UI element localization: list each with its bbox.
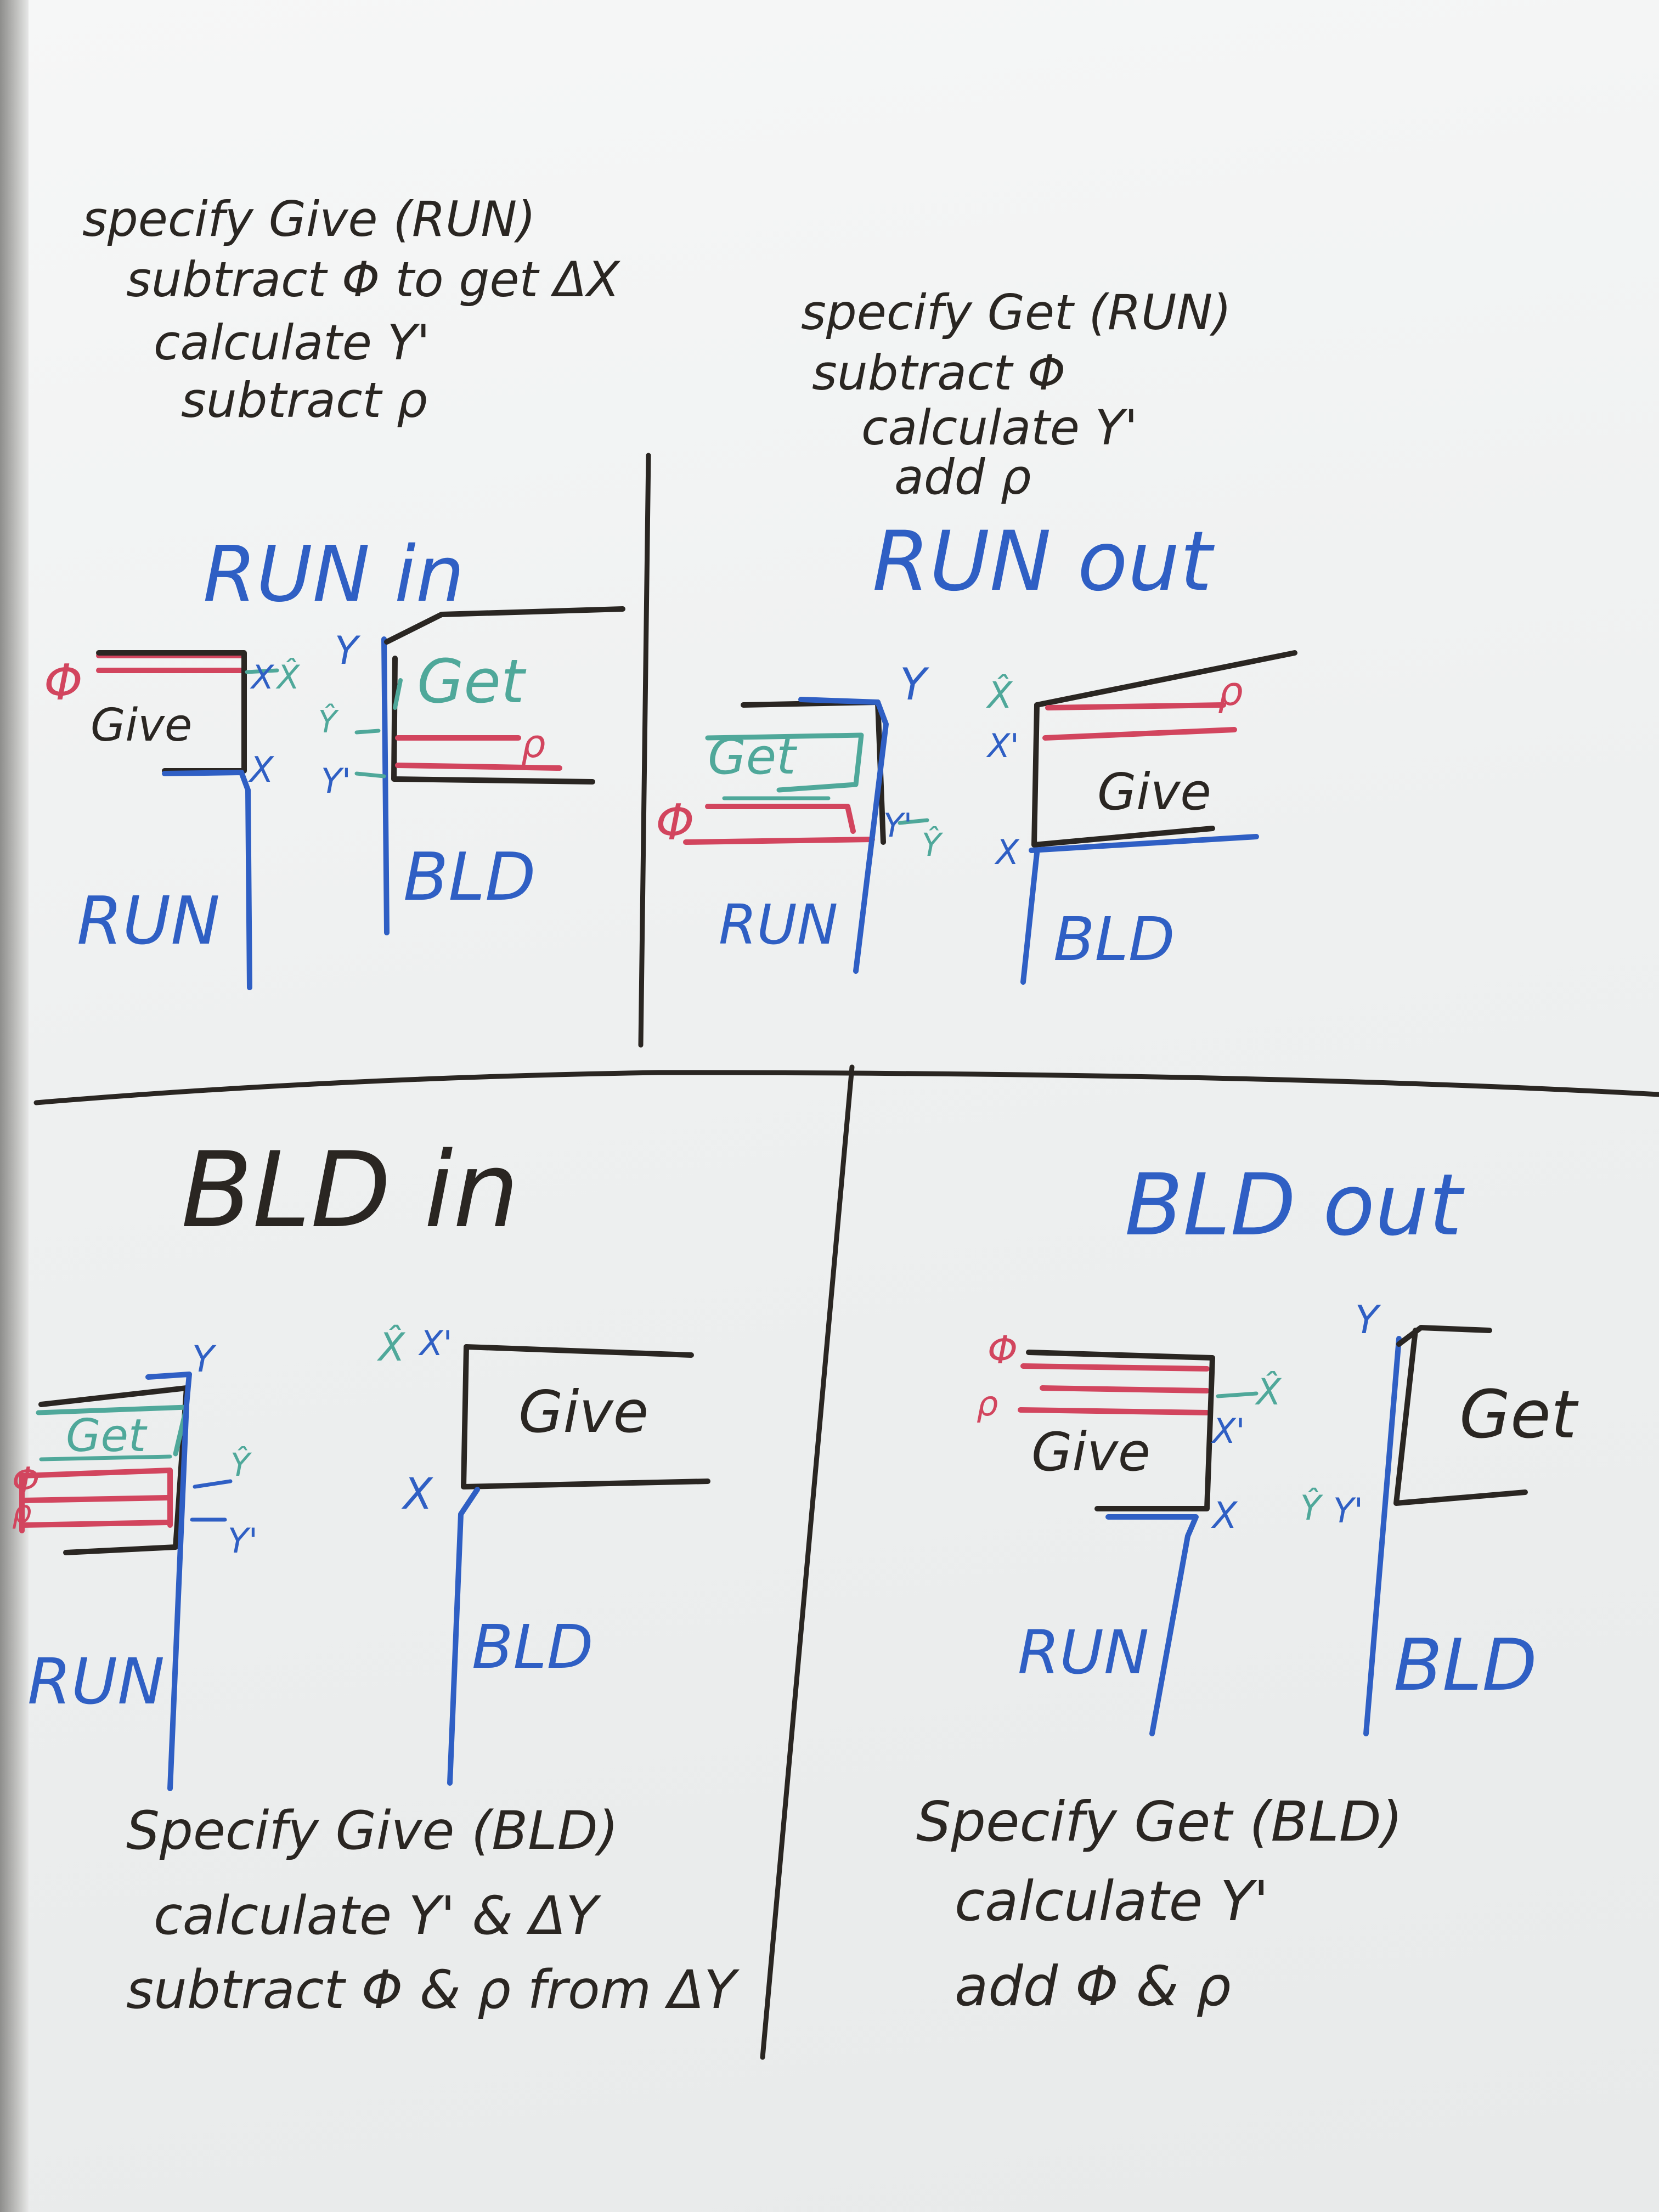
y-hat-label: Ŷ (318, 704, 339, 740)
q1-title: RUN in (203, 530, 465, 619)
q4-labels: BLD out Φ ρ Give X' X̂ X RUN Y Ŷ Y' Get … (977, 1155, 1579, 1707)
give-label: Give (1031, 1421, 1150, 1483)
x-prime-label: X' (986, 727, 1019, 765)
note-line: Specify Get (BLD) (916, 1790, 1403, 1854)
x-label: X (1211, 1494, 1238, 1537)
q2-labels: RUN out Get Φ Y Y' Ŷ RUN X̂ X' ρ Give X … (656, 514, 1243, 974)
phi-label: Φ (44, 654, 83, 712)
bottom-left-notes: Specify Give (BLD) calculate Y' & ΔY sub… (126, 1800, 740, 2021)
get-label: Get (66, 1410, 148, 1462)
note-line: subtract Φ to get ΔX (126, 251, 620, 308)
y-prime-label: Y' (1333, 1491, 1363, 1531)
x-label: X (248, 750, 274, 791)
note-line: calculate Y' & ΔY (154, 1885, 601, 1946)
q2-title: RUN out (872, 514, 1215, 610)
y-hat-label: Ŷ (1300, 1488, 1323, 1528)
x-label: X (401, 1470, 433, 1519)
bld-label: BLD (403, 839, 536, 916)
divider-horizontal (33, 1070, 1659, 1105)
whiteboard-frame (0, 0, 29, 2212)
quadrant-dividers (33, 453, 1659, 2060)
phi-label: Φ (656, 794, 695, 851)
y-label: Y (900, 659, 930, 710)
phi-label: Φ (988, 1328, 1018, 1373)
give-label: Give (1097, 763, 1211, 821)
divider-top-vertical (638, 453, 651, 1048)
x-prime-label: X' (1211, 1411, 1245, 1451)
note-line: add Φ & ρ (955, 1954, 1231, 2018)
q3-labels: BLD in Get Φ ρ Y Ŷ Y' RUN X̂ X' Give X B… (12, 1130, 648, 1719)
x-hat-label: X̂ (1255, 1370, 1282, 1413)
y-prime-label: Y' (321, 761, 351, 801)
get-label: Get (1459, 1377, 1579, 1453)
y-label: Y (192, 1338, 217, 1380)
note-line: calculate Y' (154, 314, 430, 371)
x-hat-label: X̂ (986, 674, 1013, 716)
q3-title: BLD in (181, 1130, 519, 1251)
x-hat-label: X̂ (376, 1325, 406, 1370)
note-line: subtract Φ (812, 345, 1065, 401)
y-prime-label: Y' (228, 1521, 258, 1561)
note-line: calculate Y' (955, 1869, 1269, 1933)
bld-label: BLD (1053, 904, 1175, 974)
top-right-notes: specify Get (RUN) subtract Φ calculate Y… (801, 284, 1232, 505)
y-hat-label: Ŷ (922, 826, 944, 864)
get-label: Get (708, 728, 798, 786)
note-line: subtract Φ & ρ from ΔY (126, 1959, 740, 2021)
note-line: specify Get (RUN) (801, 284, 1232, 341)
q4-title: BLD out (1125, 1155, 1465, 1255)
y-prime-label: Y' (883, 806, 912, 845)
q2-diagram (683, 650, 1297, 985)
q4-diagram (1018, 1325, 1528, 1736)
x-label: X (994, 832, 1020, 872)
note-line: add ρ (894, 449, 1031, 505)
get-label: Get (417, 646, 527, 716)
rho-label: ρ (12, 1494, 32, 1530)
note-line: subtract ρ (181, 372, 427, 428)
y-label: Y (1355, 1297, 1381, 1342)
note-line: calculate Y' (861, 399, 1138, 456)
bld-label: BLD (472, 1612, 593, 1682)
run-label: RUN (1018, 1617, 1149, 1688)
run-label: RUN (77, 883, 220, 960)
run-label: RUN (27, 1645, 165, 1719)
note-line: Specify Give (BLD) (126, 1800, 618, 1861)
q1-diagram (96, 606, 625, 990)
q1-labels: RUN in Φ Give X X̂ X RUN Y Ŷ Y' Get ρ BL… (44, 530, 545, 960)
y-hat-label: Ŷ (230, 1446, 252, 1483)
give-label: Give (91, 699, 192, 752)
phi-label: Φ (12, 1460, 40, 1501)
run-label: RUN (719, 893, 838, 957)
bottom-right-notes: Specify Get (BLD) calculate Y' add Φ & ρ (916, 1790, 1403, 2018)
q3-diagram (19, 1344, 710, 1791)
x-hat-label: X̂ (275, 658, 301, 697)
rho-label: ρ (1218, 668, 1243, 714)
divider-bottom-vertical (760, 1064, 855, 2060)
top-left-notes: specify Give (RUN) subtract Φ to get ΔX … (82, 191, 620, 428)
rho-label: ρ (977, 1384, 998, 1424)
rho-label: ρ (521, 721, 545, 766)
bld-label: BLD (1393, 1623, 1537, 1707)
x-prime-label: X' (418, 1323, 453, 1363)
y-label: Y (335, 628, 361, 673)
note-line: specify Give (RUN) (82, 191, 536, 247)
x-label: X (250, 658, 275, 697)
give-label: Give (518, 1379, 648, 1446)
